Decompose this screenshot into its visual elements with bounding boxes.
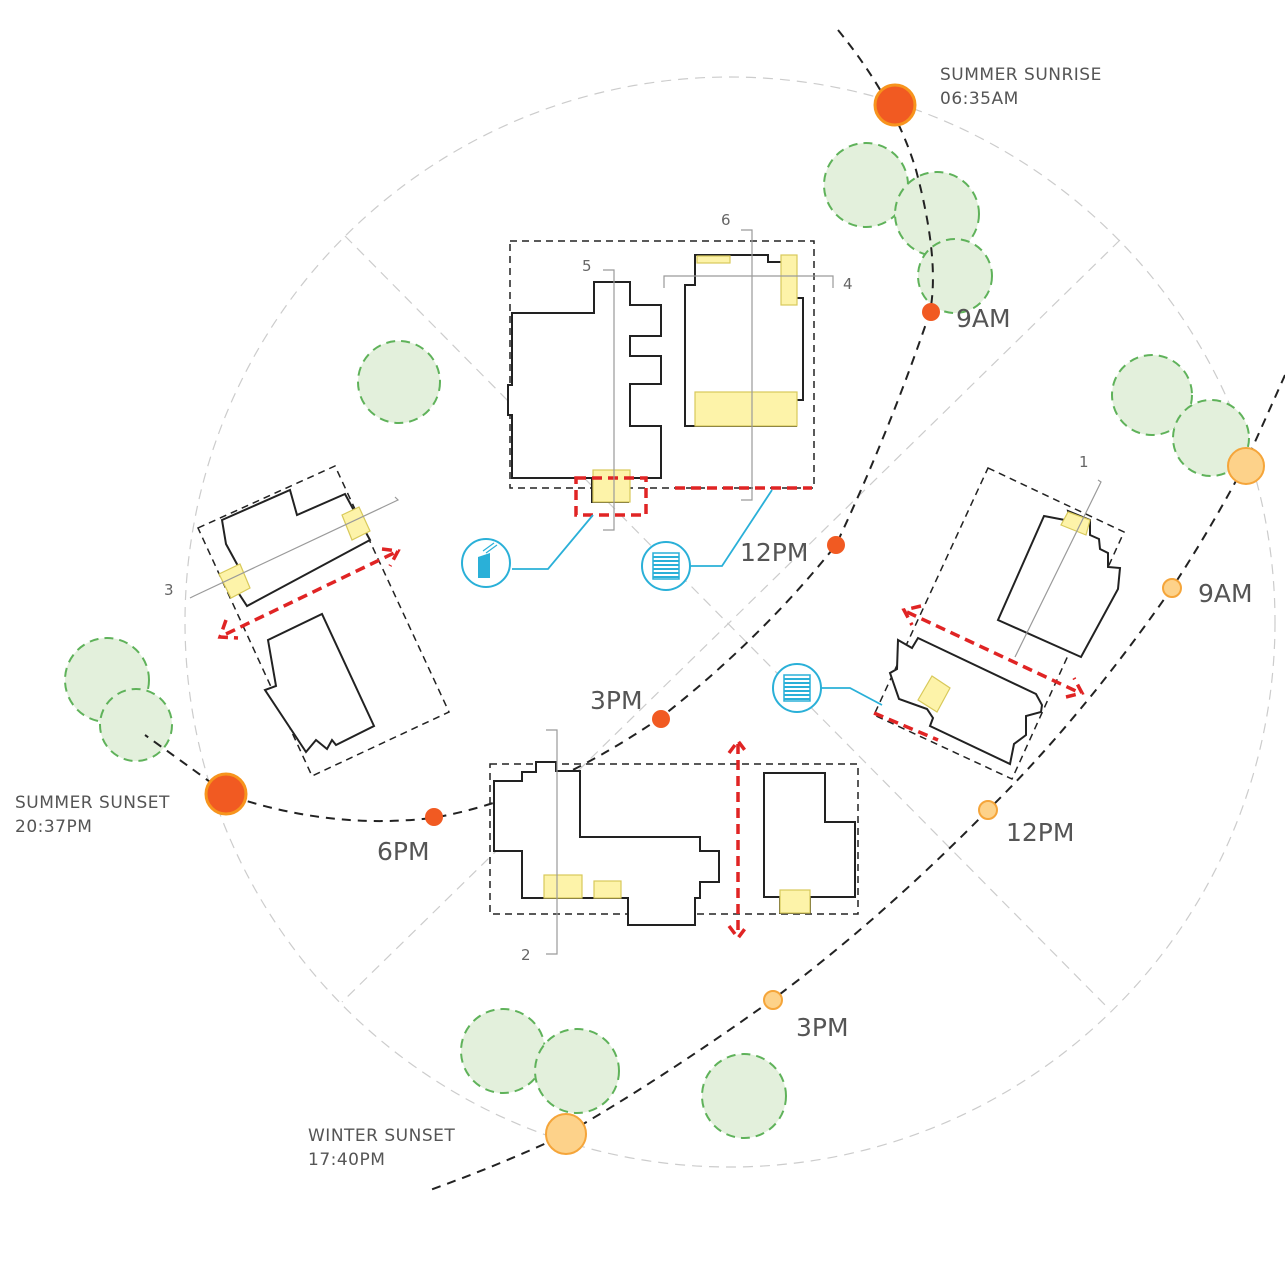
winter-time-label: 3PM — [796, 1013, 849, 1042]
winter-sun-12pm — [978, 800, 998, 820]
winter-sun-9am — [1162, 578, 1182, 598]
section-line-6 — [741, 229, 753, 501]
building-west — [197, 465, 450, 777]
tree — [917, 238, 993, 314]
tree — [99, 688, 173, 762]
section-line-1 — [1014, 479, 1102, 658]
arrowhead — [1065, 677, 1085, 699]
building-footprint — [507, 281, 662, 503]
summer-sunset-time: 20:37PM — [15, 817, 92, 837]
summer-time-label: 3PM — [590, 686, 643, 715]
window-glazing — [543, 874, 583, 899]
arrowhead — [727, 738, 749, 755]
winter-sunrise-sun — [1227, 447, 1265, 485]
summer-time-label: 9AM — [956, 304, 1011, 333]
arrowhead — [727, 924, 749, 941]
shading-arrows — [217, 547, 1085, 941]
winter-sunset-label: WINTER SUNSET — [308, 1126, 455, 1146]
leader-line — [512, 514, 594, 570]
winter-sunset-time: 17:40PM — [308, 1150, 385, 1170]
building-footprint — [263, 612, 376, 754]
section-number: 6 — [721, 211, 731, 229]
louver-icon — [772, 663, 822, 713]
summer-sunrise-sun — [873, 83, 917, 127]
window-glazing — [218, 563, 251, 599]
section-number: 2 — [521, 946, 531, 964]
summer-sunrise-label: SUMMER SUNRISE — [940, 65, 1102, 85]
plot-boundary — [873, 466, 1125, 780]
summer-time-label: 6PM — [377, 837, 430, 866]
winter-time-label: 9AM — [1198, 579, 1253, 608]
sun-paths — [144, 29, 1285, 1191]
site-guide-circle — [184, 76, 1276, 1168]
window-glazing — [779, 889, 811, 914]
shading-device-outline — [574, 476, 648, 517]
shading-icons — [461, 489, 883, 713]
tree — [460, 1008, 546, 1094]
shading-device-line — [873, 711, 939, 742]
section-line-4 — [663, 275, 834, 288]
tree — [701, 1053, 787, 1139]
winter-sun-3pm — [763, 990, 783, 1010]
summer-time-label: 12PM — [740, 538, 808, 567]
window-glazing — [694, 391, 798, 427]
sun-markers — [204, 83, 1265, 1155]
window-glazing — [592, 469, 631, 503]
summer-sunset-label: SUMMER SUNSET — [15, 793, 170, 813]
building-south — [489, 761, 859, 926]
arrowhead — [381, 547, 401, 567]
window-glazing — [917, 675, 951, 713]
section-number: 1 — [1079, 453, 1089, 471]
section-number: 3 — [164, 581, 174, 599]
fin-shade-icon — [461, 538, 511, 588]
leader-line — [821, 687, 883, 706]
guide-diagonal-1 — [344, 235, 1111, 1011]
arrowhead — [901, 604, 922, 626]
trees — [64, 142, 1250, 1139]
summer-sunset-sun — [204, 772, 248, 816]
section-number: 4 — [843, 275, 853, 293]
summer-sun-path — [144, 29, 934, 823]
section-lines — [189, 229, 1102, 955]
leader-line — [690, 489, 773, 567]
summer-sun-12pm — [827, 536, 845, 554]
building-footprint — [493, 761, 720, 926]
section-line-3 — [189, 496, 400, 599]
window-glazing — [341, 506, 371, 541]
winter-sunset-sun — [545, 1113, 587, 1155]
winter-time-label: 12PM — [1006, 818, 1074, 847]
arrowhead — [217, 619, 239, 640]
summer-sun-3pm — [652, 710, 670, 728]
tree — [1111, 354, 1193, 436]
window-glazing — [696, 255, 731, 264]
labels: SUMMER SUNRISE 06:35AM SUMMER SUNSET 20:… — [15, 65, 1253, 1170]
tree — [357, 340, 441, 424]
site-guides — [184, 76, 1276, 1168]
section-number: 5 — [582, 257, 592, 275]
window-glazing — [1060, 511, 1091, 536]
summer-sunrise-time: 06:35AM — [940, 89, 1019, 109]
building-east — [873, 466, 1125, 780]
tree — [534, 1028, 620, 1114]
summer-sun-9am — [922, 303, 940, 321]
building-footprint — [996, 509, 1122, 659]
section-line-2 — [546, 729, 558, 955]
louver-icon — [641, 541, 691, 591]
section-line-5 — [603, 269, 615, 531]
building-north — [507, 240, 815, 517]
plot-boundary — [509, 240, 815, 489]
building-footprint — [888, 636, 1044, 766]
summer-sun-6pm — [425, 808, 443, 826]
window-glazing — [593, 880, 622, 899]
guide-diagonal-2 — [341, 239, 1121, 1003]
window-glazing — [780, 254, 798, 306]
building-footprint — [684, 254, 804, 427]
